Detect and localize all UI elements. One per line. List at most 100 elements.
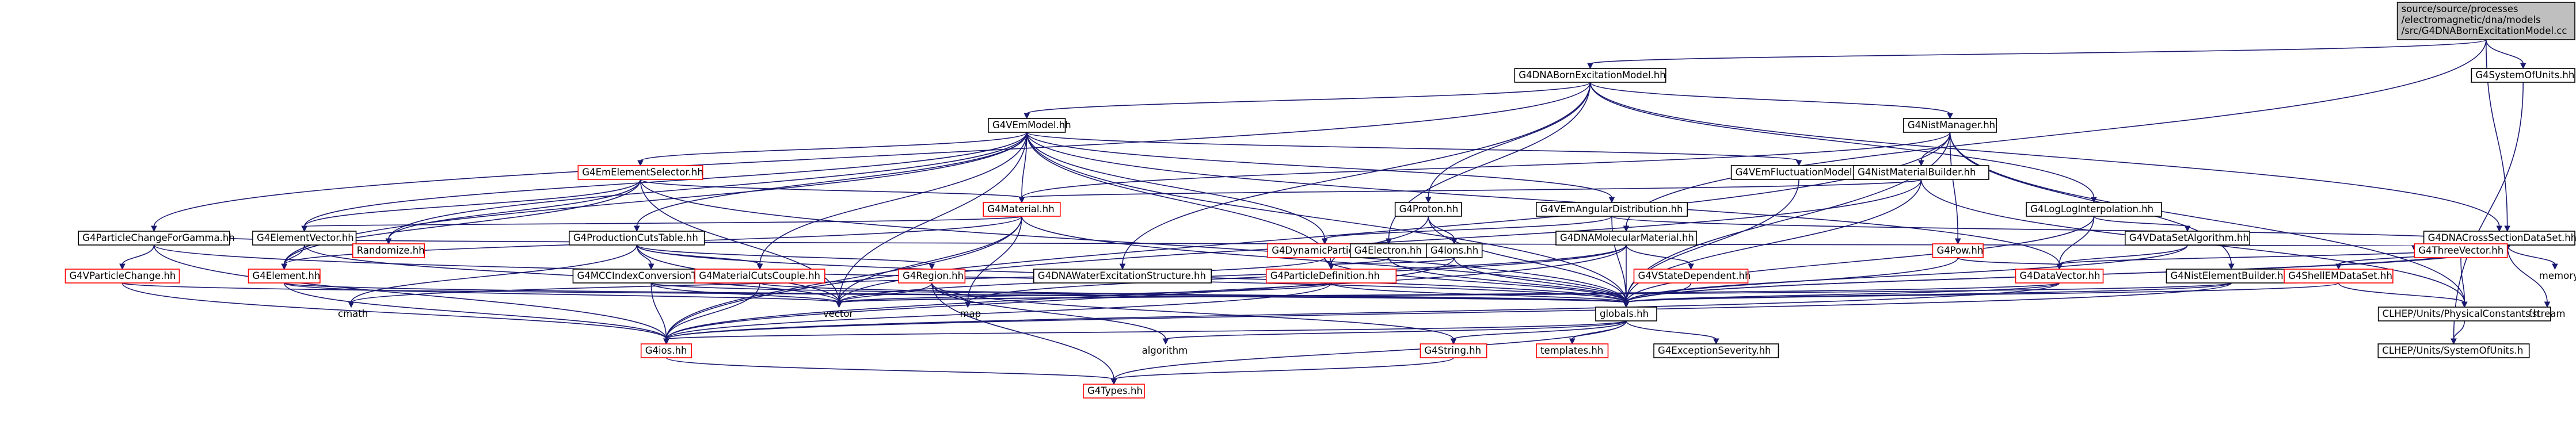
node-memory[interactable]: memory (2535, 269, 2576, 283)
node-ions[interactable]: G4Ions.hh (1426, 243, 1483, 258)
edge-arrowhead (1918, 160, 1924, 167)
node-label: G4Pow.hh (1936, 245, 1983, 256)
edge-arrowhead (1688, 263, 1694, 270)
edge-arrowhead (1569, 338, 1576, 345)
edge-line (636, 244, 933, 265)
node-label: /src/G4DNABornExcitationModel.cc (2402, 25, 2567, 36)
node-box (1853, 165, 1989, 180)
node-clsou[interactable]: CLHEP/Units/SystemOfUnits.h (2377, 343, 2530, 358)
edge-line (1949, 132, 1959, 240)
node-algo[interactable]: algorithm (1138, 344, 1194, 358)
edge-line (640, 179, 1627, 303)
node-types[interactable]: G4Types.hh (1083, 384, 1145, 399)
edge-edet-randz (385, 179, 641, 245)
edge-line (303, 179, 641, 227)
node-angd[interactable]: G4VEmAngularDistribution.hh (1536, 202, 1688, 217)
node-nmb[interactable]: G4NistMaterialBuilder.hh (1853, 165, 1989, 180)
node-vsd[interactable]: G4VStateDependent.hh (1633, 269, 1751, 284)
edge-arrowhead (633, 225, 640, 232)
node-g4str[interactable]: G4String.hh (1420, 343, 1487, 358)
edge-angd-threev (1611, 216, 2464, 245)
node-g4ios[interactable]: G4ios.hh (640, 343, 692, 358)
node-shell[interactable]: G4ShellEMDataSet.hh (2284, 269, 2394, 284)
edge-bem-nist (1589, 82, 1953, 120)
edge-line (1626, 282, 1692, 303)
node-nist[interactable]: G4NistManager.hh (1903, 118, 1997, 133)
node-label: G4Region.hh (903, 270, 964, 281)
node-label: G4DataVector.hh (2020, 270, 2101, 281)
node-vector[interactable]: vector (819, 307, 859, 321)
node-label: G4ShellEMDataSet.hh (2288, 270, 2392, 281)
edge-shell-globals (1623, 282, 2339, 308)
node-box (1555, 231, 1697, 246)
edge-arrowhead (964, 301, 971, 308)
node-box (1426, 243, 1483, 258)
node-elec[interactable]: G4Electron.hh (1349, 243, 1428, 258)
node-label: G4VParticleChange.hh (70, 270, 176, 281)
edge-line (2093, 216, 2188, 227)
node-region[interactable]: G4Region.hh (898, 269, 966, 284)
node-box (1633, 269, 1749, 284)
edge-arrowhead (1425, 197, 1432, 204)
edge-line (283, 282, 840, 303)
node-randz[interactable]: Randomize.hh (352, 243, 425, 258)
edge-line (283, 244, 305, 265)
node-fstream[interactable]: fstream (2525, 307, 2570, 321)
edge-vem-vfluct (1026, 132, 1802, 167)
node-root[interactable]: source/source/processes/electromagnetic/… (2396, 2, 2575, 40)
edge-line (1324, 216, 1612, 240)
node-physc[interactable]: CLHEP/Units/PhysicalConstants.h (2377, 307, 2551, 321)
edge-line (388, 179, 641, 240)
edge-arrowhead (836, 301, 842, 308)
node-mat[interactable]: G4Material.hh (983, 202, 1061, 217)
node-element[interactable]: G4Element.hh (248, 269, 321, 284)
node-templ[interactable]: templates.hh (1536, 343, 1609, 358)
node-label: G4Material.hh (987, 204, 1054, 215)
node-dnawes[interactable]: G4DNAWaterExcitationStructure.hh (1033, 269, 1212, 284)
edge-line (153, 244, 667, 340)
node-map[interactable]: map (956, 307, 981, 321)
node-label: G4Element.hh (253, 270, 321, 281)
node-label: G4Electron.hh (1354, 245, 1422, 256)
edge-line (1453, 320, 1627, 340)
node-dnamm[interactable]: G4DNAMolecularMaterial.hh (1555, 231, 1697, 246)
node-excsev[interactable]: G4ExceptionSeverity.hh (1653, 343, 1779, 358)
node-edet[interactable]: G4EmElementSelector.hh (577, 165, 703, 180)
node-matcc[interactable]: G4MaterialCutsCouple.hh (694, 269, 825, 284)
edge-line (838, 282, 1332, 303)
node-globals[interactable]: globals.hh (1595, 307, 1657, 321)
node-crosss[interactable]: G4DNACrossSectionDataSet.hh (2423, 231, 2576, 246)
node-sou[interactable]: G4SystemOfUnits.hh (2471, 68, 2575, 83)
node-label: G4Ions.hh (1430, 245, 1478, 256)
node-cmath[interactable]: cmath (334, 307, 368, 321)
edge-arrowhead (663, 338, 669, 345)
edge-line (1330, 257, 1455, 265)
node-loglog[interactable]: G4LogLogInterpolation.hh (2026, 202, 2162, 217)
node-vpc[interactable]: G4VParticleChange.hh (64, 269, 180, 284)
edge-line (283, 179, 641, 265)
node-bem[interactable]: G4DNABornExcitationModel.hh (1514, 68, 1666, 83)
node-box (2166, 269, 2297, 284)
node-pow[interactable]: G4Pow.hh (1932, 243, 1984, 258)
node-proton[interactable]: G4Proton.hh (1394, 202, 1462, 217)
node-pcgam[interactable]: G4ParticleChangeForGamma.hh (78, 231, 235, 246)
node-box (1083, 384, 1145, 399)
node-box (1730, 165, 1867, 180)
node-pcut[interactable]: G4ProductionCutsTable.hh (569, 231, 705, 246)
edge-shell-physc (2338, 282, 2468, 308)
node-elvec[interactable]: G4ElementVector.hh (252, 231, 357, 246)
node-vem[interactable]: G4VEmModel.hh (988, 118, 1071, 133)
node-box (1349, 243, 1428, 258)
node-neb[interactable]: G4NistElementBuilder.hh (2166, 269, 2297, 284)
node-vfluct[interactable]: G4VEmFluctuationModel.hh (1730, 165, 1867, 180)
node-threev[interactable]: G4ThreeVector.hh (2414, 243, 2508, 258)
node-label: vector (823, 308, 854, 319)
edge-line (1626, 244, 1692, 265)
node-pdef[interactable]: G4ParticleDefinition.hh (1265, 269, 1397, 284)
node-vdsa[interactable]: G4VDataSetAlgorithm.hh (2125, 231, 2251, 246)
edge-line (759, 132, 1028, 265)
edge-region-map (931, 282, 971, 308)
node-dvec[interactable]: G4DataVector.hh (2015, 269, 2104, 284)
node-label: G4DNAMolecularMaterial.hh (1560, 232, 1694, 243)
edge-neb-vector (836, 282, 2232, 308)
